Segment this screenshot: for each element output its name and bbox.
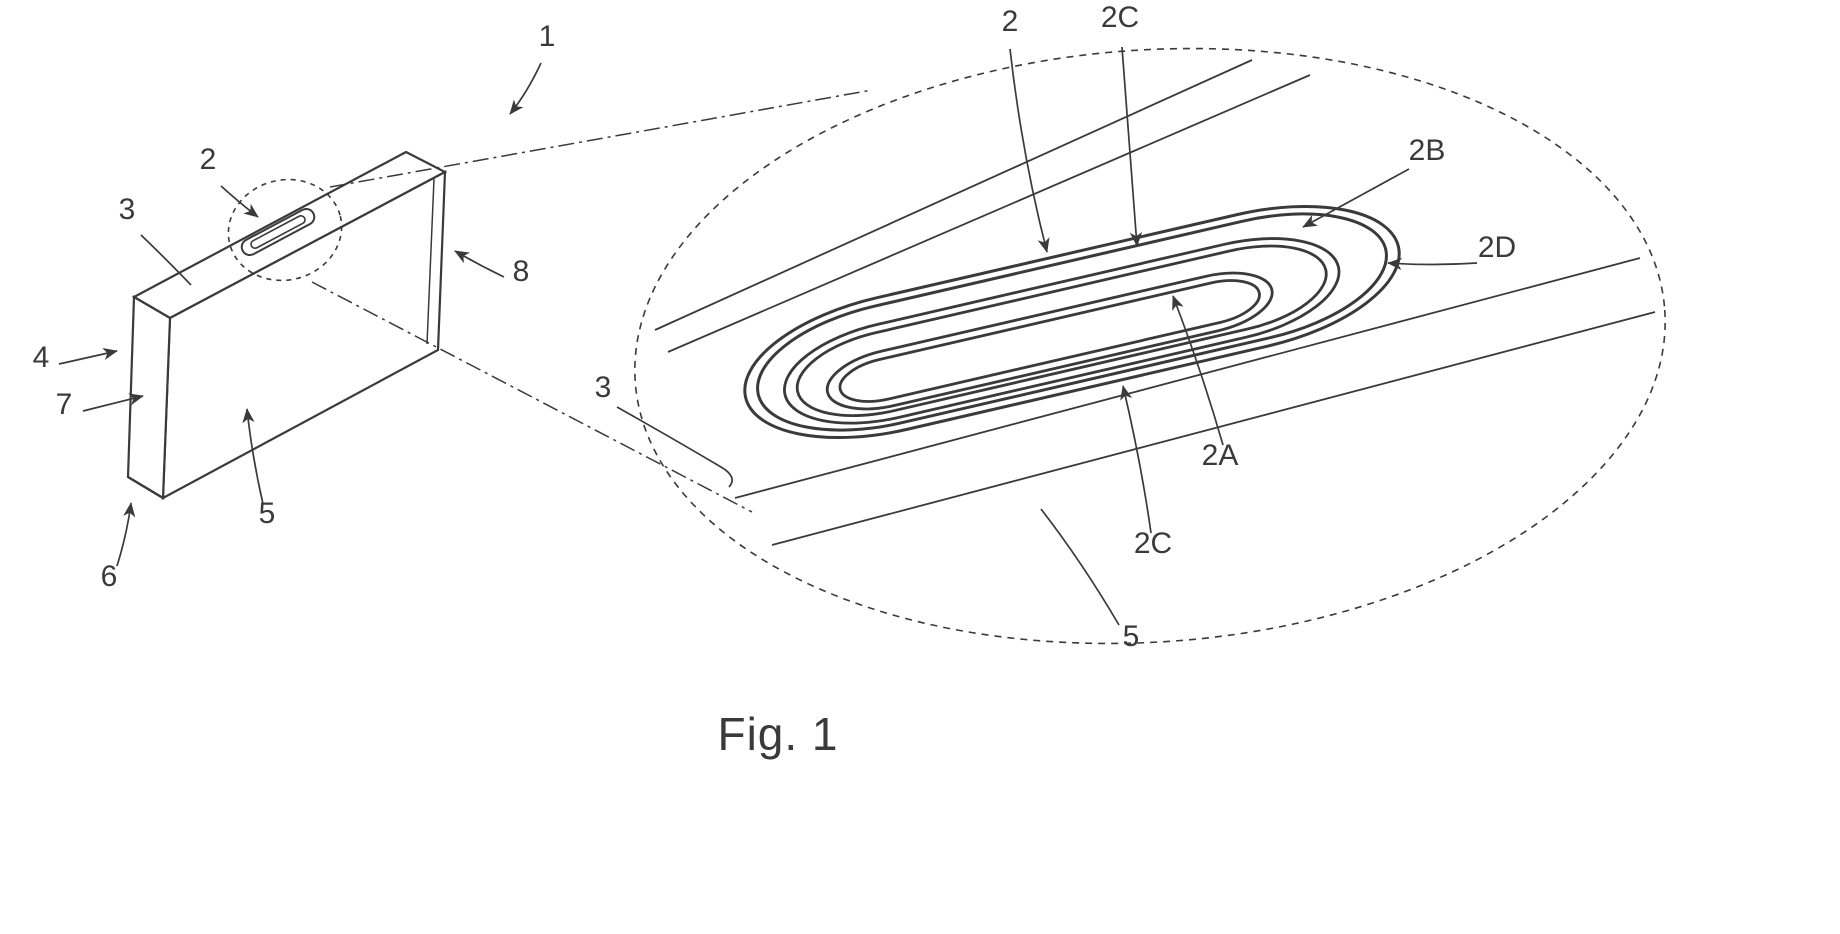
- coil-turn-middle-a: [774, 220, 1349, 441]
- label-2c-bottom: 2C: [1134, 527, 1172, 560]
- figure-caption: Fig. 1: [717, 708, 838, 760]
- coil-turn-inner-a: [821, 263, 1278, 420]
- leader-7: [82, 393, 144, 412]
- surface-line-lower-2: [771, 311, 1656, 546]
- connector-line-bottom: [311, 281, 753, 513]
- label-5-overview: 5: [259, 497, 276, 530]
- leader-2a: [1172, 295, 1224, 446]
- label-3-overview: 3: [119, 193, 136, 226]
- leader-5-overview: [242, 408, 264, 505]
- label-4: 4: [33, 341, 50, 374]
- connector-line-top: [329, 89, 873, 188]
- device-right-end-edge: [426, 178, 435, 345]
- label-3-detail: 3: [595, 371, 612, 404]
- leader-3-overview: [140, 234, 192, 286]
- label-2d: 2D: [1478, 231, 1516, 264]
- detail-ellipse: [634, 47, 1666, 645]
- surface-edge-lines: [654, 59, 1656, 546]
- leader-2-overview: [220, 185, 259, 218]
- label-6: 6: [101, 560, 118, 593]
- label-2-overview: 2: [200, 143, 217, 176]
- leader-1: [509, 62, 542, 115]
- coil-turn-outer-b: [745, 191, 1399, 453]
- leader-lines: [58, 46, 1478, 626]
- leader-2d: [1387, 257, 1478, 271]
- overview-device: [126, 150, 448, 500]
- leader-2-detail: [1009, 48, 1050, 253]
- label-2a: 2A: [1202, 439, 1239, 472]
- coil-turn-middle-b: [789, 231, 1335, 431]
- leader-2c-top: [1121, 46, 1143, 247]
- label-2b: 2B: [1409, 134, 1446, 167]
- label-2c-top: 2C: [1101, 1, 1139, 34]
- device-bottom-edge: [127, 476, 164, 499]
- leader-6: [116, 502, 136, 567]
- leader-3-detail: [616, 406, 733, 488]
- coil-turn-inner-b: [836, 273, 1264, 409]
- leader-2b: [1302, 168, 1410, 228]
- label-1: 1: [539, 20, 556, 53]
- label-7: 7: [56, 388, 73, 421]
- coil-antenna: [730, 181, 1413, 463]
- magnifier-connectors: [311, 89, 873, 513]
- detail-view: [634, 47, 1666, 645]
- surface-line-upper-2: [667, 74, 1311, 353]
- antenna-slot-outer: [240, 208, 316, 256]
- surface-line-lower-1: [734, 257, 1641, 499]
- label-5-detail: 5: [1123, 620, 1140, 653]
- reference-labels: 1 2 3 4 7 6 5 8 2 2C 2B 2D 2A 2C 3 5: [33, 1, 1517, 653]
- leader-5-detail: [1040, 508, 1120, 626]
- magnifier-circle: [227, 178, 343, 282]
- leader-2c-bottom: [1120, 385, 1152, 534]
- leader-4: [58, 348, 118, 365]
- label-2-detail: 2: [1002, 5, 1019, 38]
- label-8: 8: [513, 255, 530, 288]
- leader-8: [454, 250, 505, 278]
- coil-turn-outer-a: [730, 181, 1413, 463]
- surface-line-upper-1: [654, 59, 1253, 331]
- antenna-slot-inner: [250, 215, 306, 249]
- antenna-slot: [240, 208, 316, 256]
